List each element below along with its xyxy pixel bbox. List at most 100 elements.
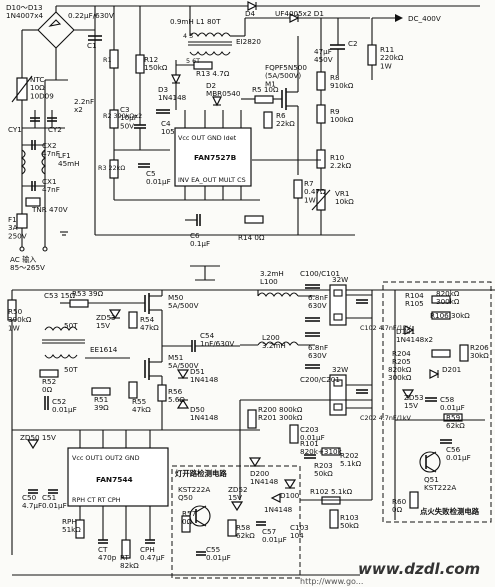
resistor-r8 <box>316 71 326 91</box>
resistor-r12 <box>135 54 145 74</box>
top-c1-ref-label: C1 <box>87 41 97 50</box>
inductor-l1-primary <box>189 32 231 37</box>
top-l1-turns-label: 4 3 <box>183 32 193 40</box>
top-c2-ref-label: C2 <box>348 39 358 48</box>
diode-d201 <box>429 369 440 379</box>
bottom-d100-label: D100 <box>280 491 300 500</box>
top-r5-label: R5 10Ω <box>252 85 279 94</box>
resistor-r56 <box>157 384 167 402</box>
resistor-r9 <box>316 104 326 124</box>
top-cy1-label: CY1 <box>8 125 22 134</box>
ic-fan7527b <box>174 127 252 187</box>
resistor-r106 <box>431 311 451 320</box>
resistor-r206 <box>459 344 469 362</box>
diode-d101 <box>404 325 415 335</box>
top-ic1-pins-top-label: Vcc OUT GND Idet <box>178 134 237 142</box>
resistor-r202 <box>321 447 341 456</box>
bottom-watermark-label: www.dzdl.com <box>358 560 480 578</box>
fuse-f1 <box>16 213 28 229</box>
zener-zd52 <box>230 501 244 512</box>
top-r14-label: R14 0Ω <box>238 233 265 242</box>
diode-d2 <box>212 96 222 107</box>
resistor-rph <box>75 519 85 539</box>
top-d1-label: UF4005x2 D1 <box>275 9 324 18</box>
bottom-c200-label: C200/C201 <box>300 375 340 384</box>
top-tnr-label: TNR 470V <box>31 205 68 214</box>
line-filter-coil-a <box>21 149 26 175</box>
resistor-r51 <box>91 387 111 396</box>
line-filter-coil-b <box>41 149 46 175</box>
inductor-l1-secondary <box>189 51 231 56</box>
resistor-r58 <box>227 519 237 537</box>
ic-fan7544 <box>67 447 169 507</box>
bottom-ic2-pins-bot-label: RPH CT RT CPH <box>72 496 121 504</box>
top-r13-label: R13 4.7Ω <box>196 69 230 78</box>
top-m1-label: FQPF5N500(5A/500V)M1 <box>265 63 307 88</box>
resistor-r52 <box>39 369 59 378</box>
diode-d200 <box>248 457 262 468</box>
resistor-r53 <box>69 299 89 308</box>
bottom-c102-label: C102 4.7nF/1kV <box>360 324 412 332</box>
bottom-t-core-label: EE1614 <box>90 345 118 354</box>
output-arrow <box>395 14 403 22</box>
resistor-r104 <box>431 295 451 304</box>
inductor-l200 <box>257 341 299 346</box>
diode-d3 <box>171 74 181 85</box>
resistor-r5 <box>254 95 274 104</box>
resistor-r55 <box>128 381 138 399</box>
bottom-c53-label: C53 15Ω <box>44 291 76 300</box>
transistor-q50 <box>189 505 211 527</box>
top-l1-core-label: EI2820 <box>236 37 261 46</box>
resistor-r6 <box>263 111 273 129</box>
bottom-c100-label: C100/C101 <box>300 269 340 278</box>
bottom-fail-detect-label: 点火失败检测电路 <box>420 507 480 516</box>
top-l1-label: 0.9mH L1 80T <box>170 17 221 26</box>
transistor-q51 <box>419 451 441 473</box>
resistor-r59 <box>443 413 463 422</box>
top-cy2-label: CY2 <box>48 125 62 134</box>
diode-d51 <box>176 369 190 380</box>
bottom-lamp2-label: 32W <box>332 365 348 374</box>
top-r3-label: R3 22kΩ <box>98 164 125 172</box>
bottom-watermark2-label: http://www.go... <box>300 577 363 586</box>
bottom-ic2-pins-top-label: Vcc OUT1 OUT2 GND <box>72 454 140 462</box>
